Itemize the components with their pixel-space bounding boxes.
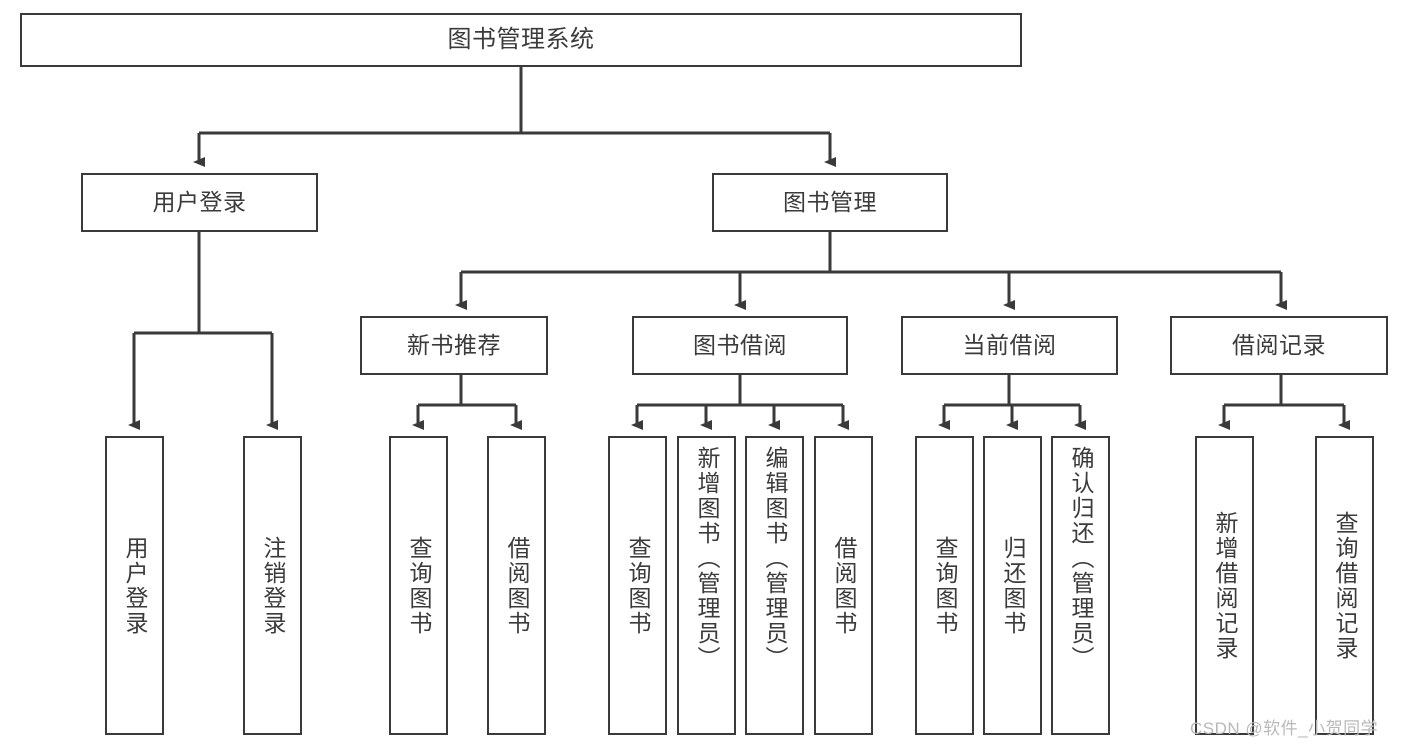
leaf-book-borrow-borrow-book[interactable]: 借阅图书 [814,436,873,735]
node-label: 新增图书（管理员） [694,446,720,671]
node-label: 图书管理系统 [447,25,595,53]
leaf-new-book-query-book[interactable]: 查询图书 [389,436,448,735]
node-label: 新增借阅记录 [1212,510,1238,661]
leaf-current-borrow-confirm-return-admin[interactable]: 确认归还（管理员） [1051,436,1110,735]
leaf-current-borrow-return-book[interactable]: 归还图书 [983,436,1042,735]
node-label: 借阅图书 [831,535,857,636]
node-borrow-record[interactable]: 借阅记录 [1170,316,1388,375]
node-current-borrow[interactable]: 当前借阅 [901,316,1118,375]
leaf-book-borrow-add-book-admin[interactable]: 新增图书（管理员） [677,436,736,735]
node-label: 借阅图书 [504,535,530,636]
node-label: 借阅记录 [1232,331,1326,358]
node-label: 确认归还（管理员） [1068,446,1094,671]
node-new-book-recommend[interactable]: 新书推荐 [360,316,548,375]
node-label: 注销登录 [260,535,286,636]
node-root-system[interactable]: 图书管理系统 [20,13,1022,67]
node-label: 用户登录 [152,188,247,215]
node-label: 用户登录 [122,535,148,636]
node-label: 编辑图书（管理员） [762,446,788,671]
node-label: 查询图书 [932,535,958,636]
leaf-user-login-login[interactable]: 用户登录 [105,436,164,735]
leaf-book-borrow-query-book[interactable]: 查询图书 [608,436,667,735]
leaf-borrow-record-add-record[interactable]: 新增借阅记录 [1195,436,1254,735]
node-label: 归还图书 [1000,535,1026,636]
node-user-login[interactable]: 用户登录 [81,173,318,232]
node-book-management[interactable]: 图书管理 [712,173,948,232]
leaf-borrow-record-query-record[interactable]: 查询借阅记录 [1315,436,1374,735]
leaf-new-book-borrow-book[interactable]: 借阅图书 [487,436,546,735]
node-label: 当前借阅 [962,331,1057,358]
leaf-book-borrow-edit-book-admin[interactable]: 编辑图书（管理员） [745,436,804,735]
node-label: 新书推荐 [407,331,501,358]
watermark-csdn: CSDN @软件_小贺同学 [1190,719,1379,738]
node-label: 图书管理 [783,188,877,215]
leaf-current-borrow-query-book[interactable]: 查询图书 [915,436,974,735]
leaf-user-login-logout[interactable]: 注销登录 [243,436,302,735]
node-book-borrow[interactable]: 图书借阅 [632,316,848,375]
node-label: 查询借阅记录 [1332,510,1358,661]
node-label: 图书借阅 [693,331,787,358]
node-label: 查询图书 [625,535,651,636]
node-label: 查询图书 [406,535,432,636]
